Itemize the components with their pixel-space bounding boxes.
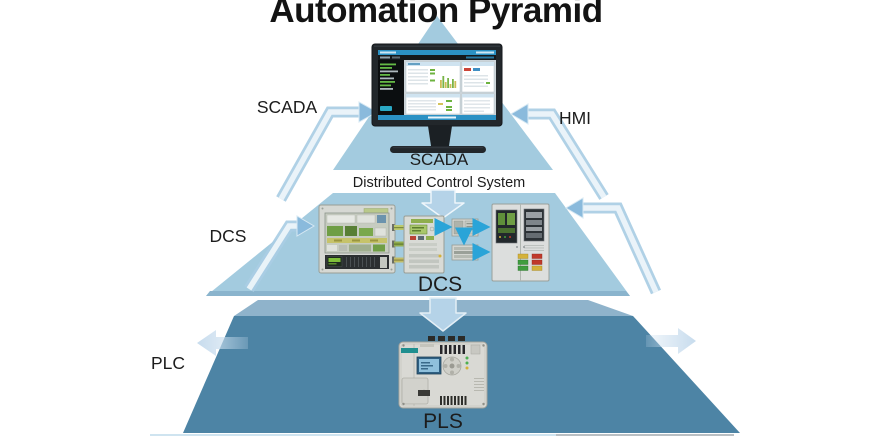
io-cabinet-right-window [523, 208, 545, 242]
dcs-equipment [318, 203, 550, 282]
plc-keypad [442, 356, 462, 376]
screen-menu-bar [378, 55, 496, 60]
screen-panel-right [461, 61, 495, 93]
screen-sidebar [378, 60, 404, 115]
label-plc-left: PLC [151, 353, 185, 373]
band-caption: Distributed Control System [353, 175, 525, 191]
dcs-marshalling-cabinet [403, 215, 445, 274]
label-dcs-left: DCS [210, 226, 247, 246]
screen-panel-bottom [405, 93, 461, 115]
dcs-controller-cabinet [318, 204, 396, 274]
network-arrows [434, 218, 491, 261]
pls-right-arrow-icon [646, 328, 696, 354]
plc-top-vents [440, 344, 481, 355]
bent-flow-arrows [197, 101, 696, 356]
io-cabinet-left-window [495, 209, 518, 244]
indicator-buttons [517, 253, 543, 271]
cable-bundles [392, 224, 405, 264]
monitor-stand-neck [428, 126, 452, 146]
dcs-io-cabinet [491, 203, 550, 282]
dcs-arrow-icon [244, 215, 315, 292]
screen-top-bar [378, 50, 496, 55]
baseline-gray [556, 434, 734, 436]
tier-middle-bottom-edge [206, 291, 630, 296]
down-arrow-dcs-pls-icon [419, 297, 467, 332]
tier-down-arrows [419, 189, 467, 332]
plc-left-arrow-icon [197, 330, 248, 356]
screen-panel-tables [405, 61, 461, 93]
io-module-bottom [451, 244, 479, 261]
diagram-labels: Automation Pyramid SCADA HMI DCS PLC SCA… [151, 0, 603, 433]
scada-monitor [371, 43, 503, 153]
cabinet-plc-rack [325, 255, 389, 269]
io-module-top [451, 218, 479, 237]
screen-mini-bar-chart [440, 76, 457, 88]
screen-panel-bottom-right [461, 93, 495, 115]
baseline-light [150, 434, 556, 436]
tier-bottom-caption: PLS [423, 410, 463, 433]
cabinet-green-display [409, 224, 428, 235]
hmi-arrow-icon [510, 103, 609, 200]
label-scada-left: SCADA [257, 97, 318, 117]
down-arrow-scada-dcs-icon [421, 189, 465, 219]
tier-middle-caption: DCS [418, 273, 462, 296]
dcs-right-arrow-icon [565, 197, 662, 295]
page-title: Automation Pyramid [269, 0, 602, 30]
label-hmi-right: HMI [559, 108, 591, 128]
tier-top-caption: SCADA [410, 150, 469, 169]
plc-lcd-screen [416, 356, 442, 375]
plc-terminal-blocks [440, 396, 467, 405]
scada-arrow-icon [276, 101, 379, 202]
plc-brand-label [401, 348, 418, 353]
plc-device [398, 336, 488, 409]
